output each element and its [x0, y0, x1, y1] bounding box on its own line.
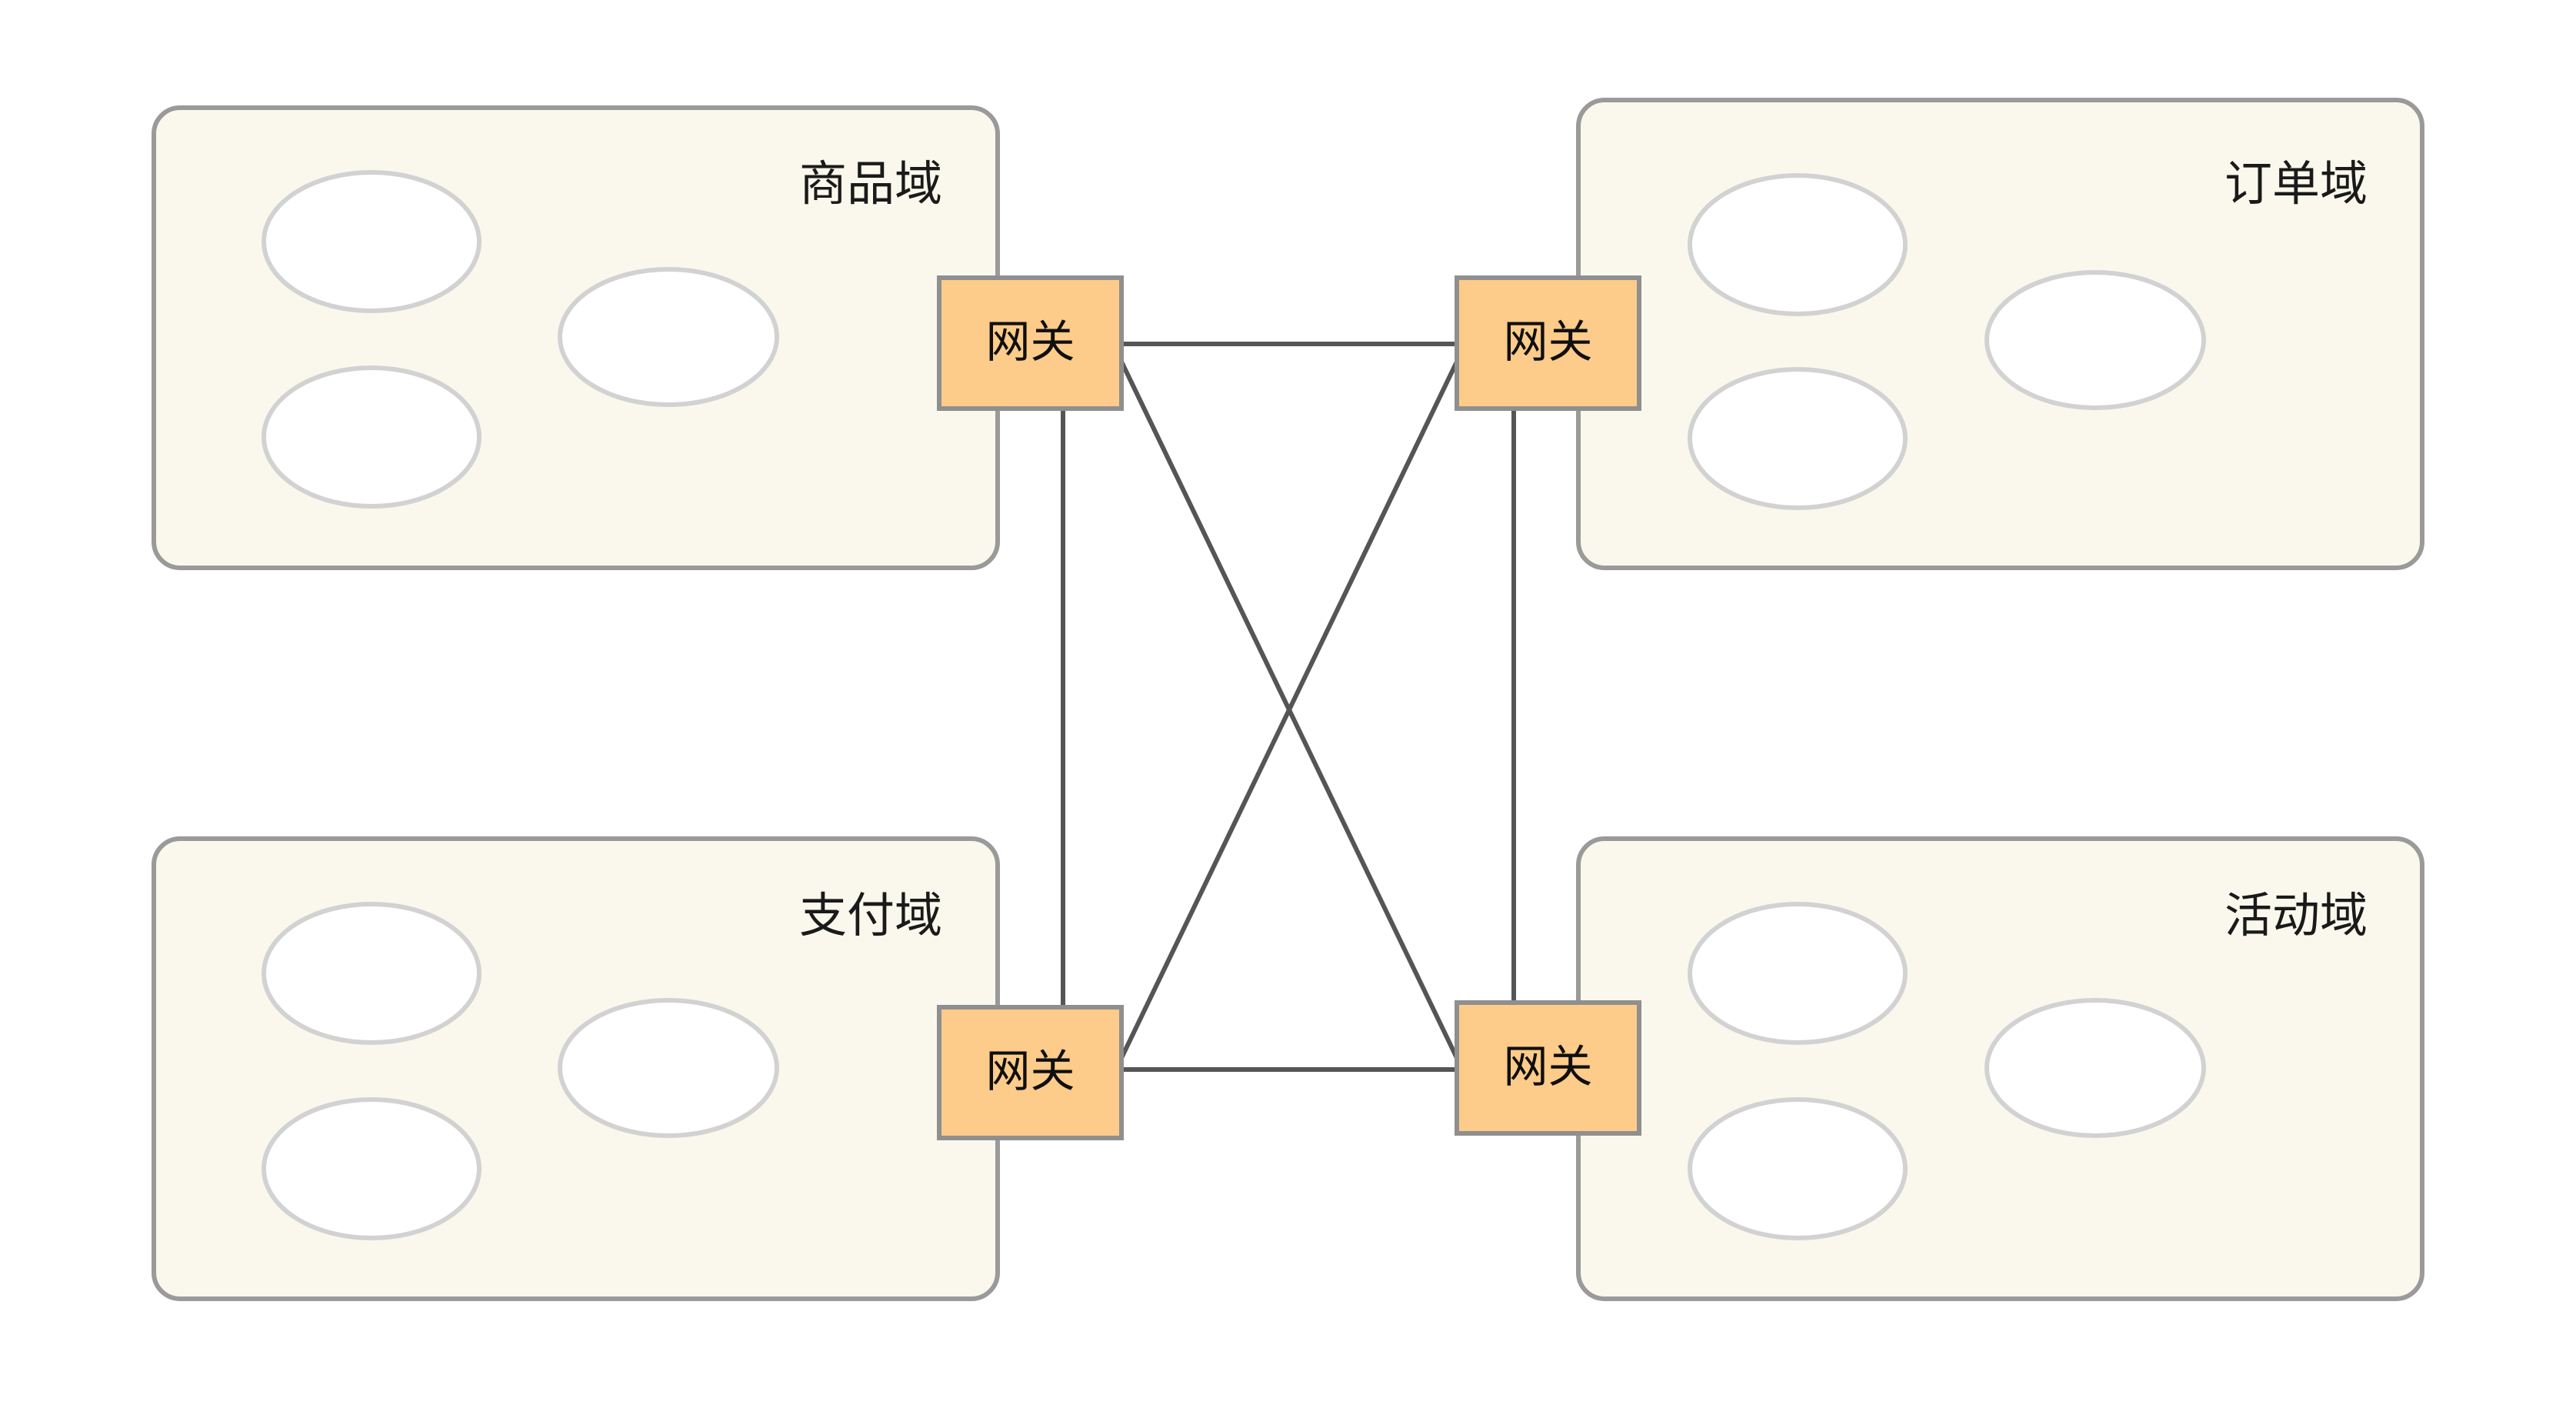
gw-payment-box[interactable]: [937, 1005, 1124, 1140]
service-node[interactable]: [262, 365, 482, 509]
service-node[interactable]: [1984, 270, 2206, 410]
domain-title-payment: 支付域: [799, 887, 942, 943]
domain-title-product: 商品域: [799, 155, 942, 212]
gw-order-label: 网关: [1503, 315, 1592, 368]
link-order-payment[interactable]: [1119, 360, 1459, 1060]
gw-payment-label: 网关: [985, 1045, 1075, 1097]
service-node[interactable]: [1984, 998, 2206, 1138]
service-node[interactable]: [1688, 902, 1908, 1045]
gw-product[interactable]: 网关: [937, 275, 1124, 411]
domain-panel-product[interactable]: 商品域: [152, 105, 1000, 570]
gw-product-box[interactable]: [937, 275, 1124, 411]
gateway-links-layer: [1061, 342, 1516, 1072]
service-node[interactable]: [262, 170, 482, 313]
service-node[interactable]: [558, 998, 779, 1138]
service-node[interactable]: [262, 902, 482, 1045]
service-node[interactable]: [262, 1097, 482, 1240]
gw-campaign-box[interactable]: [1455, 1000, 1641, 1136]
gw-order[interactable]: 网关: [1455, 275, 1641, 411]
domain-title-campaign: 活动域: [2224, 887, 2368, 943]
domain-panel-campaign[interactable]: 活动域: [1576, 836, 2424, 1301]
service-node[interactable]: [1688, 173, 1908, 316]
service-node[interactable]: [1688, 1097, 1908, 1240]
gw-product-label: 网关: [985, 315, 1075, 368]
domain-panel-payment[interactable]: 支付域: [152, 836, 1000, 1301]
gw-payment[interactable]: 网关: [937, 1005, 1124, 1140]
gw-order-box[interactable]: [1455, 275, 1641, 411]
gw-campaign-label: 网关: [1503, 1040, 1592, 1093]
domain-title-order: 订单域: [2224, 155, 2368, 212]
service-node[interactable]: [1688, 367, 1908, 510]
domain-panel-order[interactable]: 订单域: [1576, 98, 2424, 570]
gw-campaign[interactable]: 网关: [1455, 1000, 1641, 1136]
gateways-layer: 网关网关网关网关: [937, 275, 1641, 1140]
service-node[interactable]: [558, 267, 779, 407]
